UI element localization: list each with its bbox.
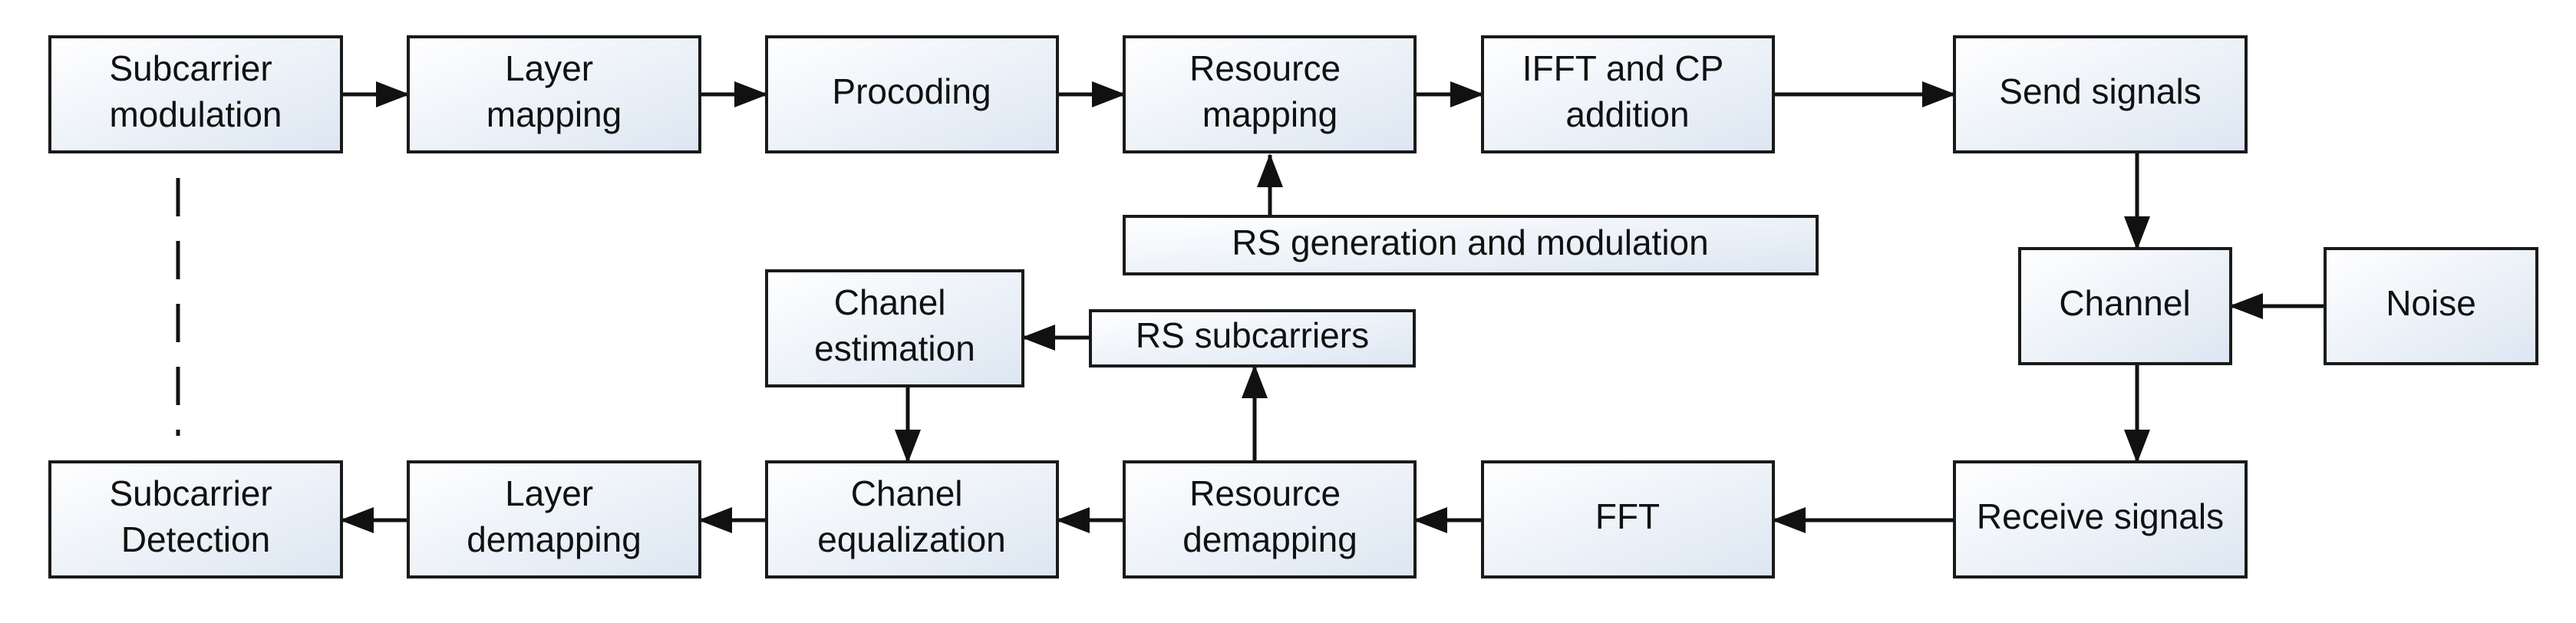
connectors [176,81,2325,533]
svg-text:Chanel equalization: Chanel equalization [817,473,1006,559]
block-subcarrier-detection: Subcarrier Detection [48,460,343,578]
block-ifft-cp-addition: IFFT and CP addition [1481,35,1775,153]
svg-text:Chanel estimation: Chanel estimation [814,282,975,368]
block-subcarrier-modulation-line-1: Subcarrier [110,48,272,88]
block-ifft-cp-addition-line-2: addition [1565,94,1689,134]
svg-text:Subcarrier Detection: Subcarrier Detection [110,473,282,559]
svg-text:Resource mapping: Resource mapping [1189,48,1351,134]
svg-text:Resource demapping: Resource demapping [1182,473,1357,559]
block-noise: Noise [2324,247,2538,365]
svg-text:Layer demapping: Layer demapping [467,473,642,559]
block-layer-mapping: Layer mapping [407,35,701,153]
block-layer-demapping: Layer demapping [407,460,701,578]
block-resource-mapping-line-1: Resource [1189,48,1341,88]
block-channel-estimation: Chanel estimation [765,269,1024,387]
block-subcarrier-modulation: Subcarrier modulation [48,35,343,153]
block-resource-demapping-line-1: Resource [1189,473,1341,513]
block-layer-mapping-line-1: Layer [505,48,593,88]
block-receive-signals: Receive signals [1953,460,2248,578]
block-rs-generation: RS generation and modulation [1123,215,1819,275]
block-ifft-cp-addition-line-1: IFFT and CP [1522,48,1723,88]
block-send-signals: Send signals [1953,35,2248,153]
block-rs-generation-label: RS generation and modulation [1232,222,1708,262]
block-resource-demapping-line-2: demapping [1182,519,1357,559]
block-channel-equalization-line-2: equalization [817,519,1006,559]
block-resource-mapping-line-2: mapping [1202,94,1337,134]
block-noise-label: Noise [2386,283,2476,323]
block-resource-demapping: Resource demapping [1123,460,1417,578]
block-layer-mapping-line-2: mapping [487,94,622,134]
block-channel-equalization: Chanel equalization [765,460,1059,578]
block-layer-demapping-line-1: Layer [505,473,593,513]
block-receive-signals-label: Receive signals [1977,496,2224,536]
block-channel-label: Channel [2059,283,2190,323]
block-layer-demapping-line-2: demapping [467,519,642,559]
svg-text:IFFT and CP addition: IFFT and CP addition [1522,48,1733,134]
block-precoding-label: Procoding [832,71,991,111]
block-subcarrier-modulation-line-2: modulation [109,94,282,134]
block-resource-mapping: Resource mapping [1123,35,1417,153]
block-subcarrier-detection-line-2: Detection [121,519,270,559]
block-fft-label: FFT [1595,496,1660,536]
svg-text:Subcarrier modulation: Subcarrier modulation [109,48,282,134]
block-fft: FFT [1481,460,1775,578]
block-channel-estimation-line-2: estimation [814,328,975,368]
block-send-signals-label: Send signals [1999,71,2201,111]
block-rs-subcarriers: RS subcarriers [1089,309,1416,368]
block-channel-equalization-line-1: Chanel [851,473,963,513]
block-channel-estimation-line-1: Chanel [834,282,946,322]
block-channel: Channel [2018,247,2232,365]
block-rs-subcarriers-label: RS subcarriers [1136,315,1369,355]
block-subcarrier-detection-line-1: Subcarrier [110,473,272,513]
svg-text:Layer mapping: Layer mapping [487,48,622,134]
block-precoding: Procoding [765,35,1059,153]
